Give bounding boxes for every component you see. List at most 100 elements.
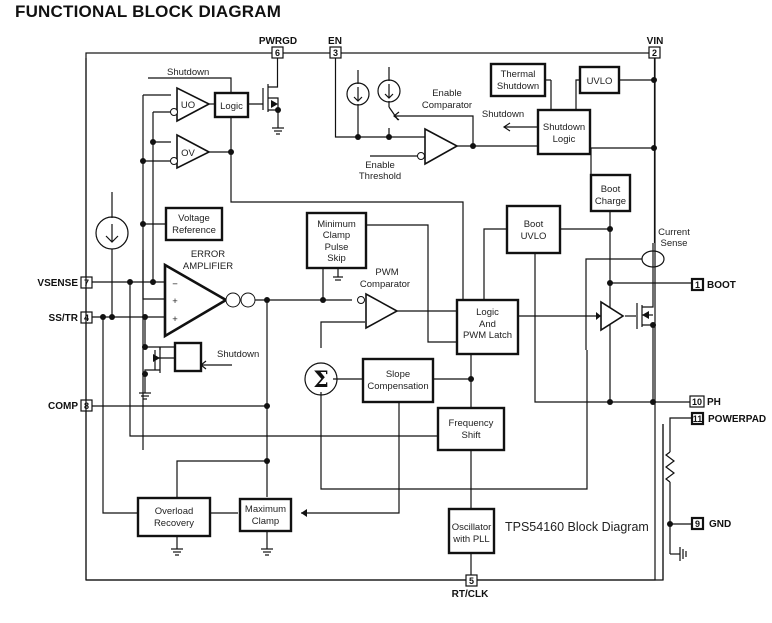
svg-text:Shift: Shift [461,430,480,441]
svg-text:Clamp: Clamp [323,230,350,241]
svg-text:Pulse: Pulse [325,242,349,253]
pin-vin: VIN 2 [647,36,664,59]
pwm-comparator: PWM Comparator [357,267,410,330]
current-source-icon [95,216,129,250]
pin-gnd: 9 GND [690,516,731,531]
pin-rtclk-label: RT/CLK [452,589,489,600]
svg-text:Skip: Skip [327,253,345,264]
svg-text:Comparator: Comparator [360,279,410,290]
svg-text:Shutdown: Shutdown [217,349,259,360]
svg-text:with PLL: with PLL [452,534,489,545]
svg-text:And: And [479,319,496,330]
pin-vin-number: 2 [652,48,657,58]
fet-arrow-icon [153,354,160,362]
wires [85,58,692,581]
ov-comparator: OV [170,133,211,170]
svg-text:Shutdown: Shutdown [482,109,524,120]
logic-pwm-latch-block: Logic And PWM Latch [455,298,520,356]
thermal-shutdown-block: Thermal Shutdown [489,62,547,98]
pin-powerpad: 11 POWERPAD [690,411,766,426]
frequency-shift-block: Frequency Shift [436,406,506,452]
svg-text:OV: OV [181,148,195,159]
svg-text:Slope: Slope [386,369,410,380]
pin-vin-label: VIN [647,36,664,47]
svg-text:Shutdown: Shutdown [497,81,539,92]
svg-text:Frequency: Frequency [449,418,494,429]
svg-text:Compensation: Compensation [367,381,428,392]
pin-vsense: VSENSE 7 [37,276,93,289]
svg-text:Logic: Logic [553,134,576,145]
svg-text:Reference: Reference [172,225,216,236]
logic-block-pwrgd: Logic [213,91,250,119]
arrow-icon [301,509,307,517]
pin-pwrgd-number: 6 [275,48,280,58]
ss-shutdown-block: Shutdown [173,341,259,373]
svg-text:Threshold: Threshold [359,171,401,182]
svg-text:Minimum: Minimum [317,219,356,230]
pin-sstr-label: SS/TR [49,313,79,324]
current-source-icon [346,82,370,106]
boot-uvlo-block: Boot UVLO [505,204,562,255]
maximum-clamp-block: Maximum Clamp [238,497,293,533]
svg-text:+: + [172,314,178,325]
svg-text:Clamp: Clamp [252,516,279,527]
enable-comparator: Enable Comparator Enable Threshold Shutd… [359,88,524,182]
pin-boot-label: BOOT [707,280,736,291]
pin-ph-label: PH [707,397,721,408]
error-amplifier: ERROR AMPLIFIER − + + [163,249,256,339]
svg-text:ERROR: ERROR [191,249,225,260]
current-source-icon [377,79,401,103]
svg-text:Boot: Boot [524,219,544,230]
uo-comparator: UO [170,86,211,123]
arrow-icon [596,312,601,320]
page-title: FUNCTIONAL BLOCK DIAGRAM [15,2,282,21]
svg-text:Maximum: Maximum [245,504,286,515]
pin-pwrgd: PWRGD 6 [259,36,297,59]
shutdown-logic-block: Shutdown Logic [536,108,592,156]
svg-text:Shutdown: Shutdown [543,122,585,133]
diagram-caption: TPS54160 Block Diagram [505,520,649,534]
svg-text:Logic: Logic [220,101,243,112]
current-sense: Current Sense [641,227,690,268]
svg-text:Recovery: Recovery [154,518,194,529]
svg-text:Enable: Enable [432,88,462,99]
oscillator-pll-block: Oscillator with PLL [447,507,496,555]
pin-rtclk: 5 RT/CLK [452,574,489,600]
shutdown-arrow-icon [502,122,511,132]
svg-text:Enable: Enable [365,160,395,171]
pin-boot: 1 BOOT [690,277,736,292]
pin-powerpad-number: 11 [693,414,703,424]
gate-driver [600,300,625,332]
svg-text:+: + [172,296,178,307]
fet-arrow-icon [271,100,278,108]
svg-text:Thermal: Thermal [501,69,536,80]
pin-en-number: 3 [333,48,338,58]
svg-text:Oscillator: Oscillator [452,522,492,533]
pin-comp-label: COMP [48,401,78,412]
svg-text:AMPLIFIER: AMPLIFIER [183,261,233,272]
junctions [100,77,673,527]
svg-text:PWM Latch: PWM Latch [463,330,512,341]
pin-vsense-label: VSENSE [37,278,78,289]
pin-boot-number: 1 [695,280,700,290]
svg-text:−: − [172,279,178,290]
pin-ph: 10 PH [689,395,721,408]
pin-pwrgd-label: PWRGD [259,36,297,47]
slope-compensation-block: Slope Compensation [361,357,435,404]
pin-rtclk-number: 5 [469,576,474,586]
summer-block: Σ [304,362,338,396]
svg-text:Current: Current [658,227,690,238]
svg-text:Boot: Boot [601,184,621,195]
svg-text:Comparator: Comparator [422,100,472,111]
svg-text:Σ: Σ [313,367,329,393]
svg-text:UVLO: UVLO [521,231,547,242]
svg-text:Sense: Sense [661,238,688,249]
svg-text:UO: UO [181,100,195,111]
svg-text:Overload: Overload [155,506,194,517]
pin-gnd-label: GND [709,519,731,530]
svg-text:UVLO: UVLO [587,76,613,87]
uvlo-block: UVLO [578,65,621,95]
svg-text:Voltage: Voltage [178,213,210,224]
pin-en: EN 3 [328,36,342,59]
